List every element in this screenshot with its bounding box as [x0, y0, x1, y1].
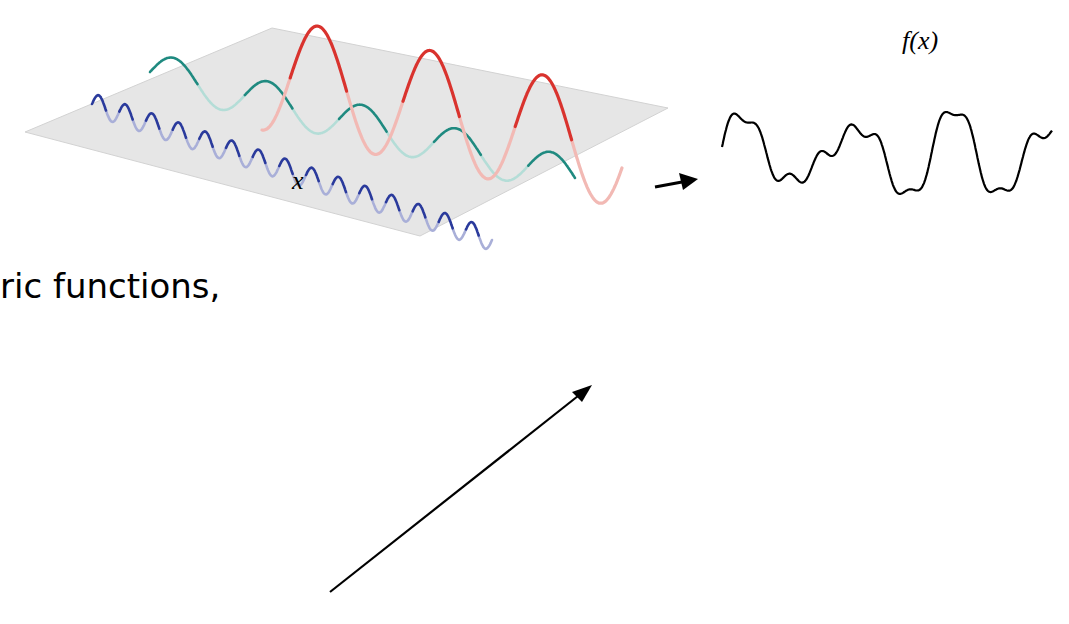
sinusoid-waves — [92, 26, 622, 249]
wave-segment — [253, 150, 266, 163]
wave-segment — [173, 122, 186, 137]
small-arrow — [655, 182, 682, 187]
pointer-arrow — [330, 396, 578, 592]
wave-segment — [239, 156, 252, 167]
wave-segment — [359, 186, 372, 199]
axis-label: x — [292, 166, 304, 196]
wave-segment — [403, 50, 459, 116]
wave-segment — [346, 192, 359, 203]
wave-segment — [290, 26, 346, 91]
wave-segment — [262, 78, 290, 130]
wave-segment — [466, 222, 479, 235]
wave-segment — [133, 120, 146, 132]
wave-segment — [119, 104, 132, 119]
wave-segment — [265, 163, 279, 176]
wave-segment — [198, 84, 245, 110]
wave-segment — [399, 210, 412, 221]
wave-segment — [572, 140, 622, 203]
wave-segment — [279, 159, 292, 174]
wave-segment — [479, 236, 492, 249]
wave-segment — [413, 204, 426, 217]
wave-segment — [425, 217, 438, 230]
wave-segment — [106, 111, 119, 122]
wave-segment — [339, 105, 387, 132]
caption-fragment: ric functions, — [0, 266, 220, 306]
wave-segment — [186, 138, 199, 149]
wave-segment — [150, 58, 198, 85]
function-label: f(x) — [902, 26, 938, 56]
wave-segment — [306, 168, 319, 181]
wave-segment — [159, 129, 172, 140]
wave-segment — [292, 109, 339, 134]
wave-segment — [372, 199, 386, 212]
pointer-arrow-head — [572, 385, 592, 402]
wave-segment — [528, 152, 575, 178]
wave-segment — [434, 128, 481, 155]
wave-segment — [199, 131, 212, 146]
wave-segment — [226, 141, 239, 156]
wave-segment — [459, 117, 515, 179]
wave-segment — [333, 177, 346, 192]
wave-segment — [387, 132, 434, 158]
wave-segment — [146, 113, 159, 128]
wave-segment — [213, 147, 226, 159]
wave-segment — [439, 213, 453, 228]
wave-segment — [92, 95, 106, 110]
wave-segment — [319, 181, 333, 194]
wave-segment — [515, 75, 571, 140]
wave-segment — [453, 228, 466, 240]
input-plane — [25, 28, 668, 236]
output-curve — [722, 112, 1052, 194]
small-arrow-head — [679, 173, 698, 190]
wave-segment — [347, 91, 403, 154]
wave-segment — [386, 195, 399, 210]
